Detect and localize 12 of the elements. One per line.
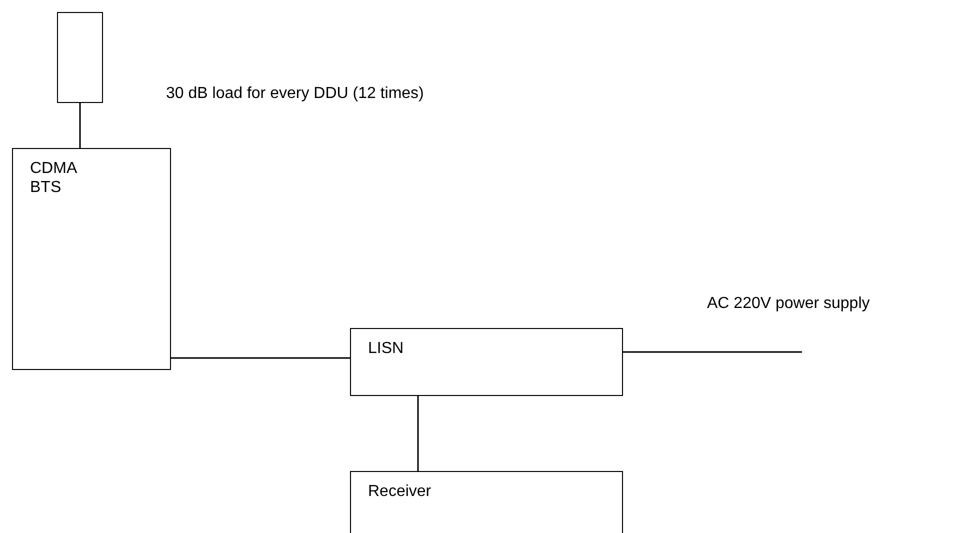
connector-line: [417, 396, 419, 471]
load-caption: 30 dB load for every DDU (12 times): [166, 84, 424, 103]
load-box: [57, 12, 103, 103]
connector-line: [79, 103, 81, 148]
block-label: LISN: [368, 339, 405, 358]
block-label: Receiver: [368, 482, 432, 501]
connector-line: [623, 351, 802, 353]
block-box: [350, 328, 623, 396]
connector-line: [171, 357, 350, 359]
block-box: [12, 148, 171, 370]
supply-label: AC 220V power supply: [707, 294, 870, 313]
block-label: CDMA BTS: [30, 159, 78, 197]
